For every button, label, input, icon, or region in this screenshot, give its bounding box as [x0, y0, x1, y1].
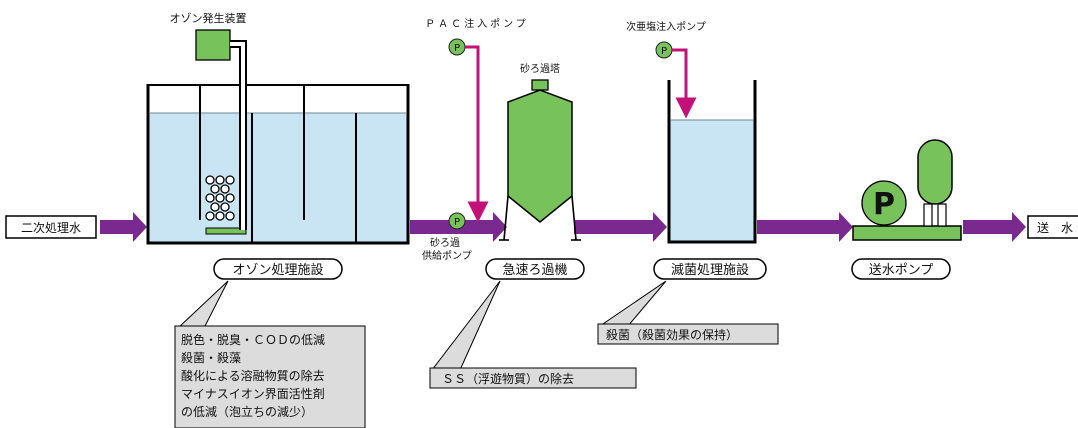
ozone-effect-5: の低減（泡立ちの減少） — [181, 404, 313, 419]
ozone-tank — [146, 84, 410, 245]
supply-pump-label-2: 供給ポンプ — [422, 249, 472, 262]
secondary-water-box: 二次処理水 — [5, 215, 97, 239]
ozone-bubbles — [205, 175, 235, 221]
rapid-filter-effect: ＳＳ（浮遊物質）の除去 — [442, 371, 574, 386]
hypochlorite-pump: 次亜塩注入ポンプ P — [626, 20, 706, 119]
facility-label-water-pump: 送水ポンプ — [851, 258, 951, 280]
callout-ozone: 脱色・脱臭・ＣＯＤの低減 殺菌・殺藻 酸化による溶融物質の除去 マイナスイオン界… — [174, 280, 366, 428]
facility-label-ozone: オゾン処理施設 — [213, 258, 343, 280]
facility-name-ozone: オゾン処理施設 — [232, 262, 323, 278]
flow-arrow-secondary — [100, 212, 147, 242]
facility-name-rapid-filter: 急速ろ過機 — [502, 263, 567, 278]
ozone-effect-1: 脱色・脱臭・ＣＯＤの低減 — [181, 332, 325, 347]
facility-name-sterilization: 滅菌処理施設 — [671, 262, 749, 278]
callout-sterilization: 殺菌（殺菌効果の保持） — [597, 280, 779, 345]
ozone-effect-2: 殺菌・殺藻 — [181, 351, 241, 365]
flow-arrow-to-sterilization — [574, 212, 667, 242]
sterilization-effect: 殺菌（殺菌効果の保持） — [606, 327, 738, 342]
sterilization-tank — [667, 80, 757, 244]
sand-tower-label: 砂ろ過塔 — [520, 62, 560, 75]
secondary-water-label: 二次処理水 — [21, 221, 81, 235]
ozone-generator-label: オゾン発生装置 — [170, 11, 247, 25]
supply-pump-label-1: 砂ろ過 — [430, 236, 460, 249]
ozone-generator: オゾン発生装置 — [170, 11, 247, 230]
water-pump-symbol: P — [873, 187, 895, 222]
facility-label-rapid-filter: 急速ろ過機 — [485, 258, 585, 280]
facility-label-sterilization: 滅菌処理施設 — [653, 258, 767, 280]
pac-pump-label: ＰＡＣ注入ポンプ — [425, 17, 529, 30]
supply-pump-symbol: P — [454, 217, 460, 228]
send-water-box: 送 水 — [1027, 215, 1078, 239]
facility-name-water-pump: 送水ポンプ — [869, 263, 934, 278]
ozone-effect-3: 酸化による溶融物質の除去 — [181, 368, 325, 383]
flow-arrow-to-send — [963, 212, 1026, 242]
flow-arrow-to-pump — [757, 212, 853, 242]
callout-rapid-filter: ＳＳ（浮遊物質）の除去 — [429, 280, 637, 389]
pac-injection-pump: ＰＡＣ注入ポンプ P — [425, 17, 529, 223]
send-water-label: 送 水 — [1037, 220, 1073, 235]
hypochlorite-pump-label: 次亜塩注入ポンプ — [626, 20, 706, 33]
pac-pump-symbol: P — [454, 43, 460, 54]
ozone-effect-4: マイナスイオン界面活性剤 — [181, 386, 325, 401]
sand-filter-supply-pump: P 砂ろ過 供給ポンプ — [422, 212, 472, 262]
water-supply-pump: P — [852, 139, 962, 241]
sand-filter-tower: 砂ろ過塔 — [499, 62, 581, 241]
hypochlorite-pump-symbol: P — [661, 46, 667, 57]
